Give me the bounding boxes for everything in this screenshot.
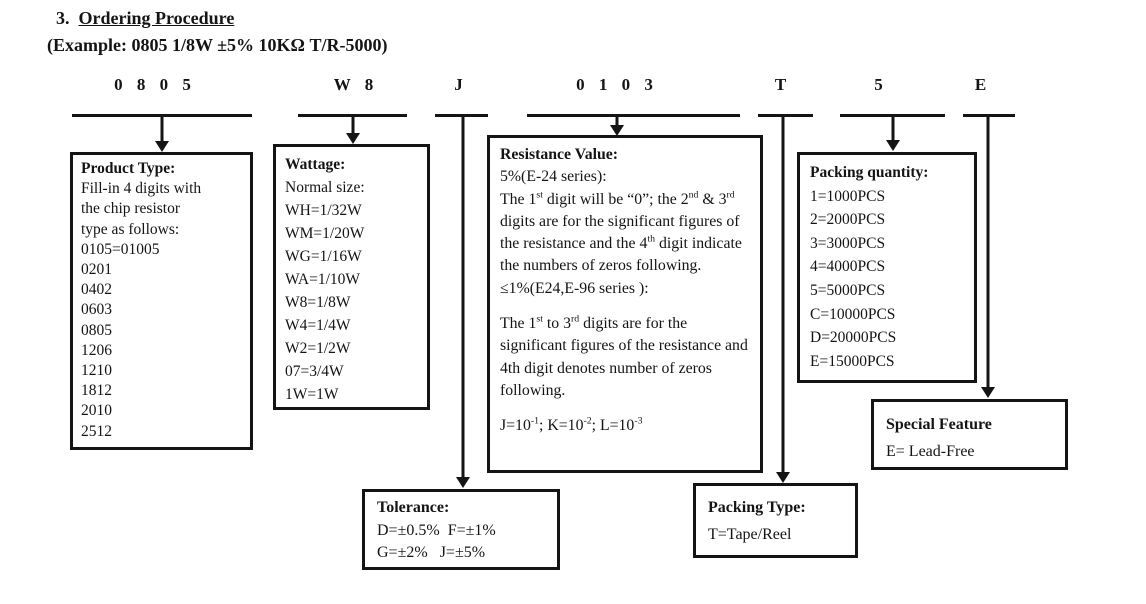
box-line: 0402	[81, 281, 112, 299]
box-line: 2010	[81, 402, 112, 420]
box-line: WH=1/32W	[285, 202, 362, 219]
box-heading: Tolerance:	[377, 499, 450, 516]
box-line: E= Lead-Free	[886, 443, 975, 460]
box-line: 07=3/4W	[285, 363, 344, 380]
section-title-text: Ordering Procedure	[78, 8, 235, 28]
box-line: 1=1000PCS	[810, 187, 886, 205]
code-t: T	[774, 75, 792, 94]
box-line: C=10000PCS	[810, 305, 896, 323]
box-line: D=20000PCS	[810, 329, 897, 347]
box-line: W2=1/2W	[285, 340, 351, 357]
box-line: 0105=01005	[81, 240, 160, 258]
box-line: type as follows:	[81, 220, 180, 238]
box-special-feature: Special Feature E= Lead-Free	[871, 399, 1068, 470]
box-line: WA=1/10W	[285, 271, 361, 288]
box-heading: Product Type:	[81, 160, 176, 177]
box-packing-quantity: Packing quantity: 1=1000PCS 2=2000PCS 3=…	[797, 152, 977, 383]
arrow-5-to-packing-quantity	[885, 114, 901, 151]
arrow-0103-to-resistance-value	[609, 114, 625, 136]
box-heading: Packing Type:	[708, 499, 806, 516]
arrow-e-to-special-feature	[980, 116, 996, 398]
box-line: E=15000PCS	[810, 352, 895, 370]
resistance-paragraph-1pct: The 1st to 3rd digits are for the signif…	[500, 313, 748, 399]
box-line: 2=2000PCS	[810, 211, 886, 229]
box-line: Normal size:	[285, 179, 365, 196]
code-underline-e	[963, 114, 1015, 117]
box-line: the chip resistor	[81, 200, 181, 218]
example-line: (Example: 0805 1/8W ±5% 10KΩ T/R-5000)	[47, 35, 388, 55]
box-resistance-value: Resistance Value: 5%(E-24 series): The 1…	[487, 135, 763, 473]
box-heading: Special Feature	[886, 416, 992, 433]
code-5: 5	[874, 75, 888, 94]
box-line: 2512	[81, 422, 112, 440]
box-line: 1812	[81, 382, 112, 400]
resistance-multiplier-line: J=10-1; K=10-2; L=10-3	[500, 416, 643, 435]
box-tolerance: Tolerance: D=±0.5% F=±1% G=±2% J=±5%	[362, 489, 560, 570]
box-wattage: Wattage: Normal size: WH=1/32W WM=1/20W …	[273, 144, 430, 410]
box-line: G=±2% J=±5%	[377, 544, 486, 561]
box-line: 1W=1W	[285, 386, 339, 403]
box-heading: Packing quantity:	[810, 164, 929, 181]
box-line: 1206	[81, 341, 112, 359]
arrow-t-to-packing-type	[775, 114, 791, 483]
box-product-type: Product Type: Fill-in 4 digits with the …	[70, 152, 253, 450]
box-line: 0805	[81, 321, 112, 339]
box-heading: Resistance Value:	[500, 146, 619, 163]
code-underline-0103	[527, 114, 740, 117]
section-title: 3. Ordering Procedure	[56, 8, 234, 29]
box-line: 5=5000PCS	[810, 281, 886, 299]
box-line: W4=1/4W	[285, 317, 351, 334]
box-line: 4=4000PCS	[810, 258, 886, 276]
box-line: 5%(E-24 series):	[500, 168, 607, 186]
box-line: 3=3000PCS	[810, 234, 886, 252]
box-packing-type: Packing Type: T=Tape/Reel	[693, 483, 858, 558]
box-line: D=±0.5% F=±1%	[377, 521, 496, 539]
arrow-w8-to-wattage	[345, 114, 361, 144]
box-line: 0603	[81, 301, 112, 319]
resistance-paragraph-5pct: The 1st digit will be “0”; the 2nd & 3rd…	[500, 189, 742, 275]
box-line: 1210	[81, 362, 112, 380]
arrow-j-to-tolerance	[455, 114, 471, 488]
code-0103: 0 1 0 3	[576, 75, 658, 94]
box-line: Fill-in 4 digits with	[81, 180, 202, 198]
box-heading: Wattage:	[285, 156, 346, 173]
section-number: 3.	[56, 8, 70, 28]
box-line: W8=1/8W	[285, 294, 351, 311]
box-line: ≤1%(E24,E-96 series ):	[500, 279, 649, 297]
code-0805: 0 8 0 5	[114, 75, 196, 94]
code-underline-t	[758, 114, 813, 117]
code-j: J	[454, 75, 468, 94]
box-line: WG=1/16W	[285, 248, 362, 265]
box-line: T=Tape/Reel	[708, 526, 792, 543]
box-line: 0201	[81, 261, 112, 279]
box-line: WM=1/20W	[285, 225, 365, 242]
arrow-0805-to-product-type	[154, 114, 170, 152]
code-e: E	[974, 75, 992, 94]
code-w8: W 8	[333, 75, 379, 94]
